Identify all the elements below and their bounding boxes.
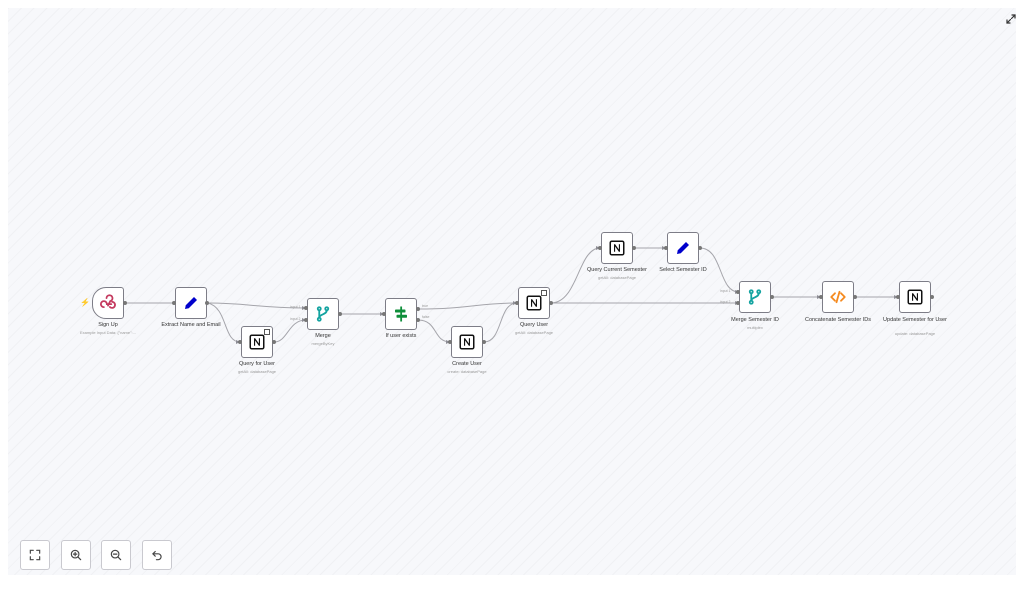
port-merge-out[interactable] bbox=[338, 312, 342, 316]
fit-to-view-icon bbox=[29, 549, 41, 561]
node-subtitle: create: databasePage bbox=[447, 369, 487, 374]
node-subtitle: getAll: databasePage bbox=[237, 369, 277, 374]
node-concatenate-semester-ids[interactable] bbox=[822, 281, 854, 313]
port-select-out[interactable] bbox=[698, 246, 702, 250]
zoom-in-icon bbox=[70, 549, 82, 561]
node-query-current-semester[interactable] bbox=[601, 232, 633, 264]
if-branch-icon bbox=[395, 306, 407, 322]
node-subtitle: getAll: databasePage bbox=[597, 275, 637, 280]
pencil-icon bbox=[185, 297, 197, 309]
port-if-true[interactable] bbox=[416, 307, 420, 311]
port-semester-in[interactable] bbox=[598, 246, 602, 250]
port-extract-out[interactable] bbox=[205, 301, 209, 305]
port-query2-out[interactable] bbox=[549, 301, 553, 305]
notion-icon bbox=[609, 240, 625, 256]
connection-select-merge2 bbox=[699, 247, 740, 293]
port-label: input 2 bbox=[290, 317, 301, 321]
connections bbox=[126, 246, 898, 344]
node-if-user-exists[interactable] bbox=[385, 298, 417, 330]
node-label: Query for User bbox=[238, 361, 276, 367]
code-icon bbox=[830, 290, 846, 304]
port-if-false[interactable] bbox=[416, 318, 420, 322]
node-label: If user exists bbox=[385, 333, 417, 339]
pencil-icon bbox=[677, 242, 689, 254]
node-label: Concatenate Semester IDs bbox=[804, 317, 872, 323]
port-update-out[interactable] bbox=[930, 295, 934, 299]
node-merge-semester-id[interactable] bbox=[739, 281, 771, 313]
zoom-out-button[interactable] bbox=[101, 540, 131, 570]
notion-icon bbox=[526, 295, 542, 311]
node-merge[interactable] bbox=[307, 298, 339, 330]
port-query-in[interactable] bbox=[238, 340, 242, 344]
workflow-canvas[interactable]: ⚡ Sign Up Example Input Data: {"name":..… bbox=[8, 8, 1016, 575]
port-merge2-in1[interactable] bbox=[736, 290, 740, 294]
node-subtitle: update: databasePage bbox=[894, 331, 936, 336]
node-label: Query User bbox=[519, 322, 549, 328]
reset-zoom-button[interactable] bbox=[142, 540, 172, 570]
node-query-user[interactable] bbox=[518, 287, 550, 319]
zoom-out-icon bbox=[110, 549, 122, 561]
node-label: Merge Semester ID bbox=[731, 317, 779, 323]
node-create-user[interactable] bbox=[451, 326, 483, 358]
notion-icon bbox=[907, 289, 923, 305]
node-label: Extract Name and Email bbox=[161, 322, 221, 328]
node-update-semester-for-user[interactable] bbox=[899, 281, 931, 313]
node-label: Merge bbox=[315, 333, 331, 339]
port-select-in[interactable] bbox=[664, 246, 668, 250]
port-merge2-in2[interactable] bbox=[736, 301, 740, 305]
undo-icon bbox=[152, 550, 162, 561]
node-label: Update Semester for User bbox=[883, 317, 947, 323]
port-semester-out[interactable] bbox=[632, 246, 636, 250]
connection-extract-query bbox=[207, 302, 241, 343]
connection-query2-semester bbox=[550, 247, 601, 304]
trigger-icon: ⚡ bbox=[80, 298, 90, 307]
node-sign-up[interactable] bbox=[92, 287, 124, 319]
fit-view-button[interactable] bbox=[20, 540, 50, 570]
port-merge2-out[interactable] bbox=[770, 295, 774, 299]
zoom-in-button[interactable] bbox=[61, 540, 91, 570]
notion-icon bbox=[459, 334, 475, 350]
node-select-semester-id[interactable] bbox=[667, 232, 699, 264]
port-create-out[interactable] bbox=[482, 340, 486, 344]
port-update-in[interactable] bbox=[896, 295, 900, 299]
node-extract-name-email[interactable] bbox=[175, 287, 207, 319]
node-subtitle: multiplex bbox=[747, 325, 763, 330]
port-if-in[interactable] bbox=[382, 312, 386, 316]
node-label: Query Current Semester bbox=[587, 267, 647, 273]
port-label: input 2 bbox=[720, 300, 731, 304]
port-query-out[interactable] bbox=[272, 340, 276, 344]
node-subtitle: getAll: databasePage bbox=[514, 330, 554, 335]
port-label: input 1 bbox=[290, 305, 301, 309]
connection-if-query2 bbox=[417, 302, 518, 310]
merge-icon bbox=[316, 306, 330, 322]
node-subtitle: Example Input Data: {"name":... bbox=[80, 330, 136, 335]
pin-badge bbox=[264, 329, 270, 335]
node-subtitle: mergeByKey bbox=[311, 341, 335, 346]
port-query2-in[interactable] bbox=[515, 301, 519, 305]
expand-icon[interactable] bbox=[1004, 12, 1016, 26]
port-concat-out[interactable] bbox=[853, 295, 857, 299]
pin-badge bbox=[541, 290, 547, 296]
connection-create-query2 bbox=[483, 302, 518, 343]
port-extract-in[interactable] bbox=[172, 301, 176, 305]
node-label: Sign Up bbox=[98, 322, 118, 328]
port-merge-in1[interactable] bbox=[304, 306, 308, 310]
port-concat-in[interactable] bbox=[819, 295, 823, 299]
notion-icon bbox=[249, 334, 265, 350]
port-label: true bbox=[422, 304, 429, 308]
node-label: Select Semester ID bbox=[659, 267, 707, 273]
fullscreen-icon bbox=[1006, 14, 1016, 24]
node-label: Create User bbox=[452, 361, 482, 367]
port-label: false bbox=[422, 315, 430, 319]
port-sign-up-out[interactable] bbox=[123, 301, 127, 305]
merge-icon bbox=[748, 289, 762, 305]
port-label: input 1 bbox=[720, 289, 731, 293]
port-merge-in2[interactable] bbox=[304, 318, 308, 322]
connection-extract-merge bbox=[207, 302, 307, 309]
port-create-in[interactable] bbox=[448, 340, 452, 344]
webhook-icon bbox=[100, 294, 116, 309]
